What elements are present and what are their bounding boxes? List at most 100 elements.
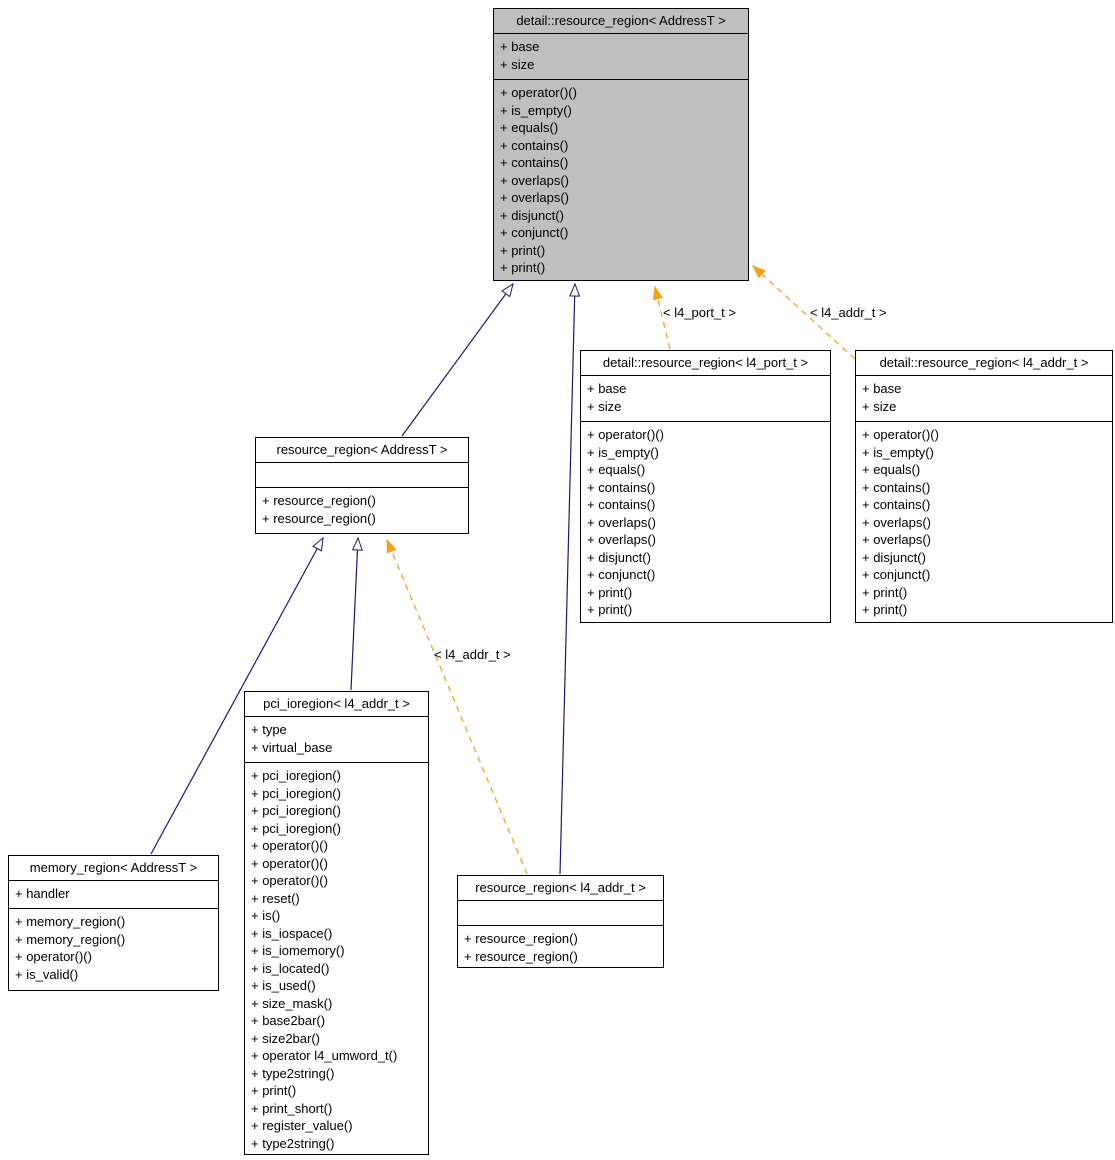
class-methods: + memory_region() + memory_region() + oper… <box>9 909 218 990</box>
member-row: + contains() <box>862 479 931 495</box>
edge-label-l4-addr-t-mid: < l4_addr_t > <box>434 647 511 662</box>
member-row: + operator()() <box>500 85 577 100</box>
member-row: + type2string() <box>251 1135 335 1151</box>
class-box-resource-region-addresst[interactable]: resource_region< AddressT > + resource_r… <box>255 437 469 534</box>
member-row: + operator()() <box>587 427 664 442</box>
class-box-pci-ioregion-l4-addr-t[interactable]: pci_ioregion< l4_addr_t > + type + virtua… <box>244 691 429 1155</box>
member-row: + handler <box>15 886 70 901</box>
member-row: + conjunct() <box>500 225 569 240</box>
member-row: + is_empty() <box>587 444 659 460</box>
member-row: + memory_region() <box>15 914 126 929</box>
class-methods: + resource_region() + resource_region() <box>458 926 663 967</box>
member-row: + print() <box>251 1083 297 1098</box>
member-row: + memory_region() <box>15 931 126 947</box>
member-row: + base <box>500 39 540 54</box>
member-row: + overlaps() <box>500 190 569 205</box>
member-row: + base <box>862 381 902 396</box>
member-row: + register_value() <box>251 1118 353 1133</box>
member-row: + contains() <box>500 137 569 153</box>
member-row: + base2bar() <box>251 1013 326 1028</box>
member-row: + operator()() <box>15 949 92 964</box>
edge-inherit-resource-region-l4-addr-t-to-detail <box>559 282 581 875</box>
class-attributes: + type + virtual_base <box>245 717 428 763</box>
member-row: + operator()() <box>251 838 328 853</box>
member-row: + overlaps() <box>862 514 931 530</box>
member-row: + reset() <box>251 890 300 906</box>
member-row: + operator()() <box>251 873 328 888</box>
class-box-detail-resource-region-l4-addr-t[interactable]: detail::resource_region< l4_addr_t > + b… <box>855 350 1113 623</box>
class-attributes <box>256 463 468 488</box>
class-attributes: + handler <box>9 881 218 909</box>
edge-label-l4-port-t: < l4_port_t > <box>663 305 736 320</box>
member-row: + resource_region() <box>464 948 578 964</box>
edge-inherit-pci-ioregion-to-resource-region <box>350 536 363 691</box>
class-box-memory-region-addresst[interactable]: memory_region< AddressT > + handler + me… <box>8 855 219 991</box>
class-methods: + operator()()+ is_empty()+ equals()+ co… <box>856 422 1112 622</box>
member-row: + pci_ioregion() <box>251 820 341 836</box>
class-title: detail::resource_region< l4_addr_t > <box>856 351 1112 376</box>
class-title: detail::resource_region< l4_port_t > <box>581 351 830 376</box>
member-row: + pci_ioregion() <box>251 768 341 783</box>
member-row: + is_located() <box>251 960 330 976</box>
member-row: + print_short() <box>251 1100 333 1116</box>
member-row: + disjunct() <box>862 549 926 565</box>
member-row: + size_mask() <box>251 995 333 1011</box>
class-box-detail-resource-region-l4-port-t[interactable]: detail::resource_region< l4_port_t > + b… <box>580 350 831 623</box>
class-methods: + pci_ioregion() + pci_ioregion() + pci_io… <box>245 763 428 1154</box>
class-title: resource_region< l4_addr_t > <box>458 876 663 901</box>
class-attributes <box>458 901 663 926</box>
member-row: + print() <box>500 260 546 275</box>
class-title: detail::resource_region< AddressT > <box>494 9 748 34</box>
member-row: + type2string() <box>251 1065 335 1081</box>
member-row: + print() <box>587 584 633 600</box>
member-row: + virtual_base <box>251 739 333 755</box>
member-row: + equals() <box>587 462 646 477</box>
member-row: + is_iomemory() <box>251 943 345 958</box>
member-row: + contains() <box>862 497 931 512</box>
member-row: + is() <box>251 908 281 923</box>
member-row: + operator()() <box>251 855 328 871</box>
member-row: + disjunct() <box>500 207 564 223</box>
member-row: + operator l4_umword_t() <box>251 1048 398 1063</box>
member-row: + is_used() <box>251 978 316 993</box>
member-row: + resource_region() <box>262 493 376 508</box>
class-box-resource-region-l4-addr-t[interactable]: resource_region< l4_addr_t > + resource_… <box>457 875 664 968</box>
member-row: + pci_ioregion() <box>251 785 341 801</box>
member-row: + print() <box>862 602 908 617</box>
member-row: + base <box>587 381 627 396</box>
member-row: + type <box>251 722 287 737</box>
class-attributes: + base + size <box>856 376 1112 422</box>
member-row: + overlaps() <box>500 172 569 188</box>
class-methods: + operator()() + is_empty() + equals() + co… <box>494 80 748 280</box>
class-attributes: + base+ size <box>494 34 748 80</box>
class-box-detail-resource-region-addresst[interactable]: detail::resource_region< AddressT > + ba… <box>493 8 749 281</box>
member-row: + print() <box>500 242 546 258</box>
member-row: + is_empty() <box>500 102 572 118</box>
class-title: memory_region< AddressT > <box>9 856 218 881</box>
member-row: + size <box>862 398 897 414</box>
member-row: + contains() <box>500 155 569 170</box>
member-row: + overlaps() <box>587 514 656 530</box>
edge-template-detail-l4-port-t <box>652 285 671 350</box>
member-row: + print() <box>587 602 633 617</box>
edge-template-detail-l4-addr-t <box>751 265 856 360</box>
member-row: + overlaps() <box>587 532 656 547</box>
class-methods: + resource_region()+ resource_region() <box>256 488 468 533</box>
member-row: + size <box>587 398 622 414</box>
member-row: + equals() <box>862 462 921 477</box>
member-row: + is_valid() <box>15 966 79 982</box>
class-attributes: + base + size <box>581 376 830 422</box>
edge-label-l4-addr-t-top: < l4_addr_t > <box>810 305 887 320</box>
member-row: + equals() <box>500 120 559 135</box>
member-row: + conjunct() <box>862 567 931 582</box>
member-row: + size2bar() <box>251 1030 320 1046</box>
member-row: + disjunct() <box>587 549 651 565</box>
member-row: + print() <box>862 584 908 600</box>
class-title: pci_ioregion< l4_addr_t > <box>245 692 428 717</box>
member-row: + pci_ioregion() <box>251 803 341 818</box>
member-row: + operator()() <box>862 427 939 442</box>
member-row: + resource_region() <box>464 931 578 946</box>
class-methods: + operator()()+ is_empty()+ equals()+ co… <box>581 422 830 622</box>
edge-inherit-resource-region-addresst-to-detail <box>401 282 514 437</box>
